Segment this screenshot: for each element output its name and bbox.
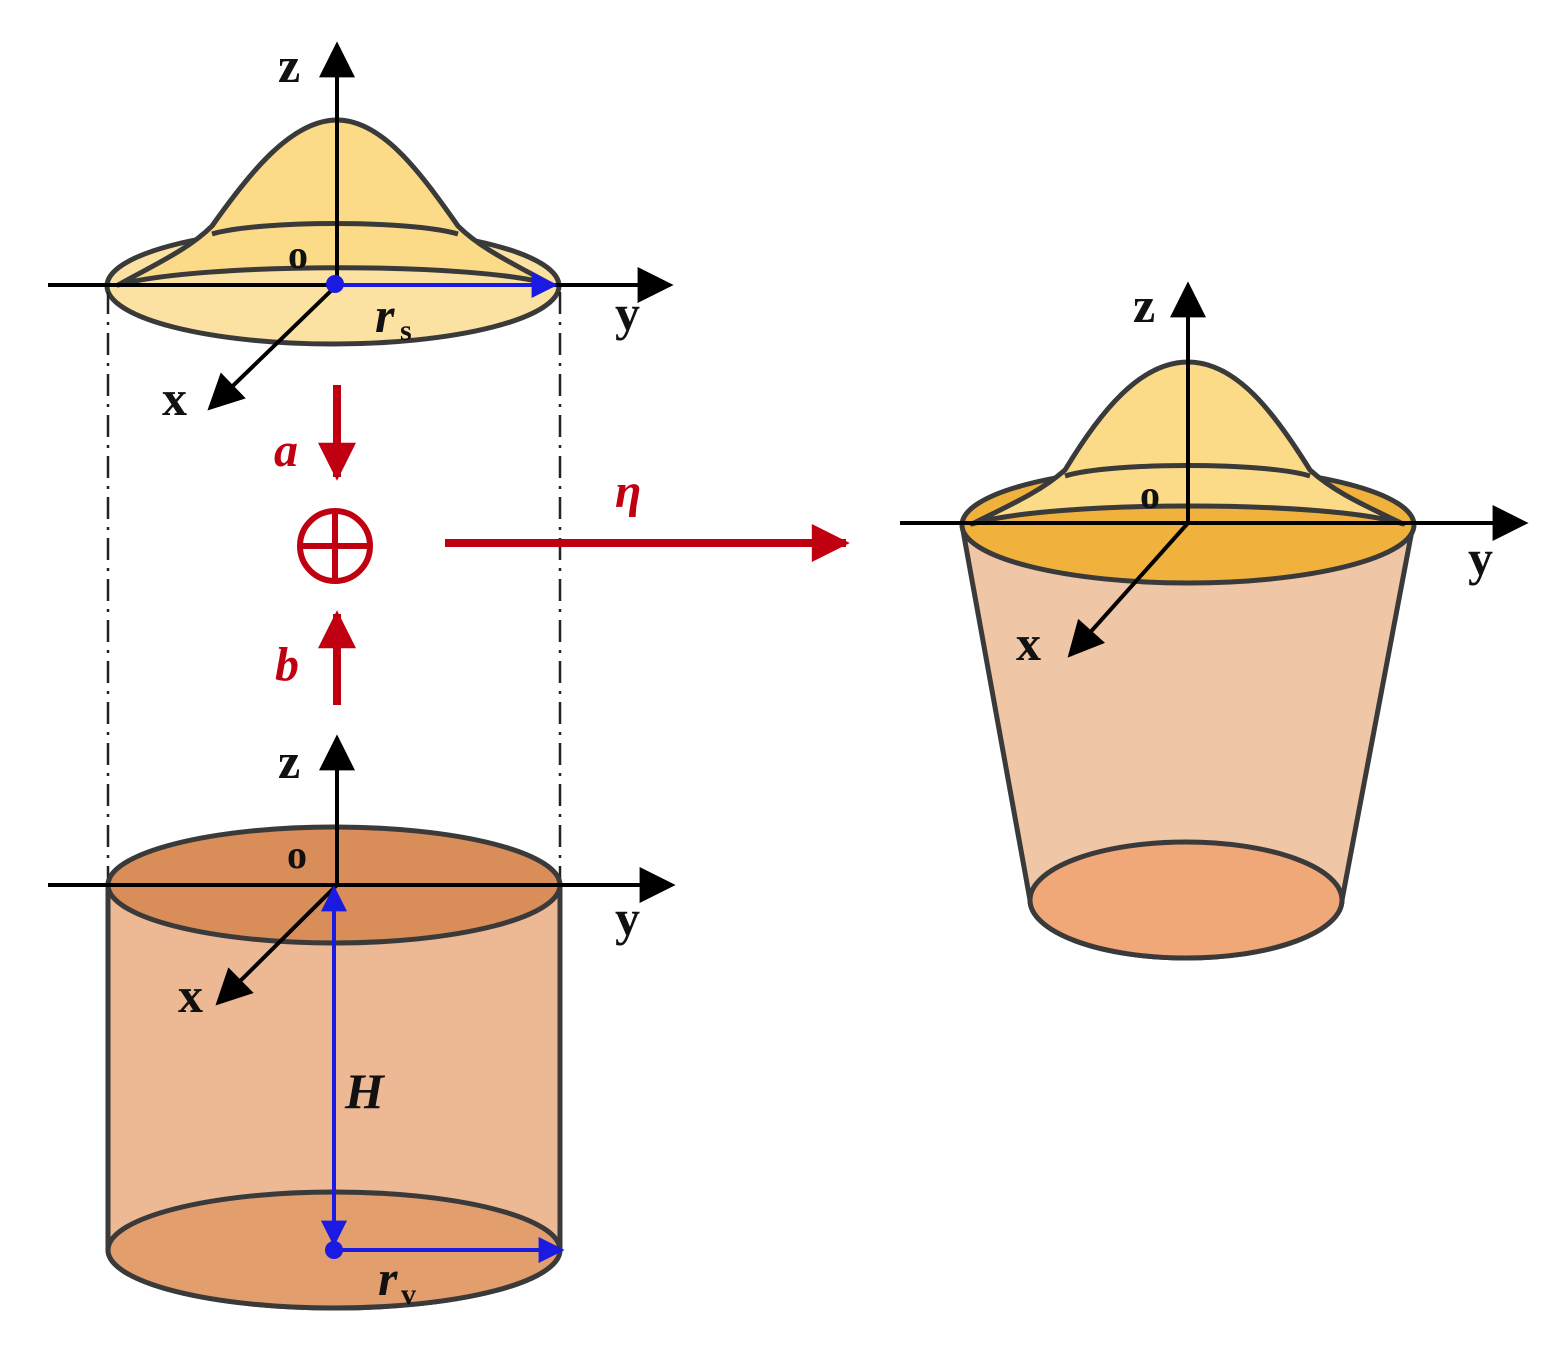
origin-label: o [1140, 472, 1160, 517]
x-axis [215, 883, 339, 1006]
bottom-center-point [325, 1241, 343, 1259]
radius-subscript: v [401, 1278, 416, 1311]
height-label: H [344, 1063, 386, 1119]
oplus-icon [297, 508, 373, 584]
z-label: z [278, 37, 300, 93]
combined-figure: z y x o [900, 277, 1529, 961]
x-label: x [1016, 615, 1041, 671]
x-label: x [178, 967, 203, 1023]
x-axis [1067, 521, 1190, 658]
z-label: z [278, 733, 300, 789]
origin-label: o [287, 832, 307, 877]
origin-point [326, 275, 344, 293]
cylinder-figure: z y x o H r v [48, 733, 676, 1311]
surface-figure: z y x o r s [48, 37, 674, 426]
label-b: b [275, 638, 299, 691]
y-label: y [615, 285, 640, 341]
radius-label: r [378, 1250, 398, 1306]
x-axis [207, 283, 339, 411]
radius-subscript: s [400, 314, 412, 347]
origin-label: o [288, 232, 308, 277]
y-label: y [1468, 530, 1493, 586]
y-label: y [615, 890, 640, 946]
x-label: x [162, 370, 187, 426]
radius-label: r [375, 287, 395, 343]
cone-bottom-face [1027, 839, 1345, 961]
z-label: z [1133, 277, 1155, 333]
label-a: a [274, 424, 298, 477]
projection-guides [106, 292, 562, 885]
composition-operator: a b η [274, 385, 850, 705]
label-eta: η [615, 465, 641, 518]
